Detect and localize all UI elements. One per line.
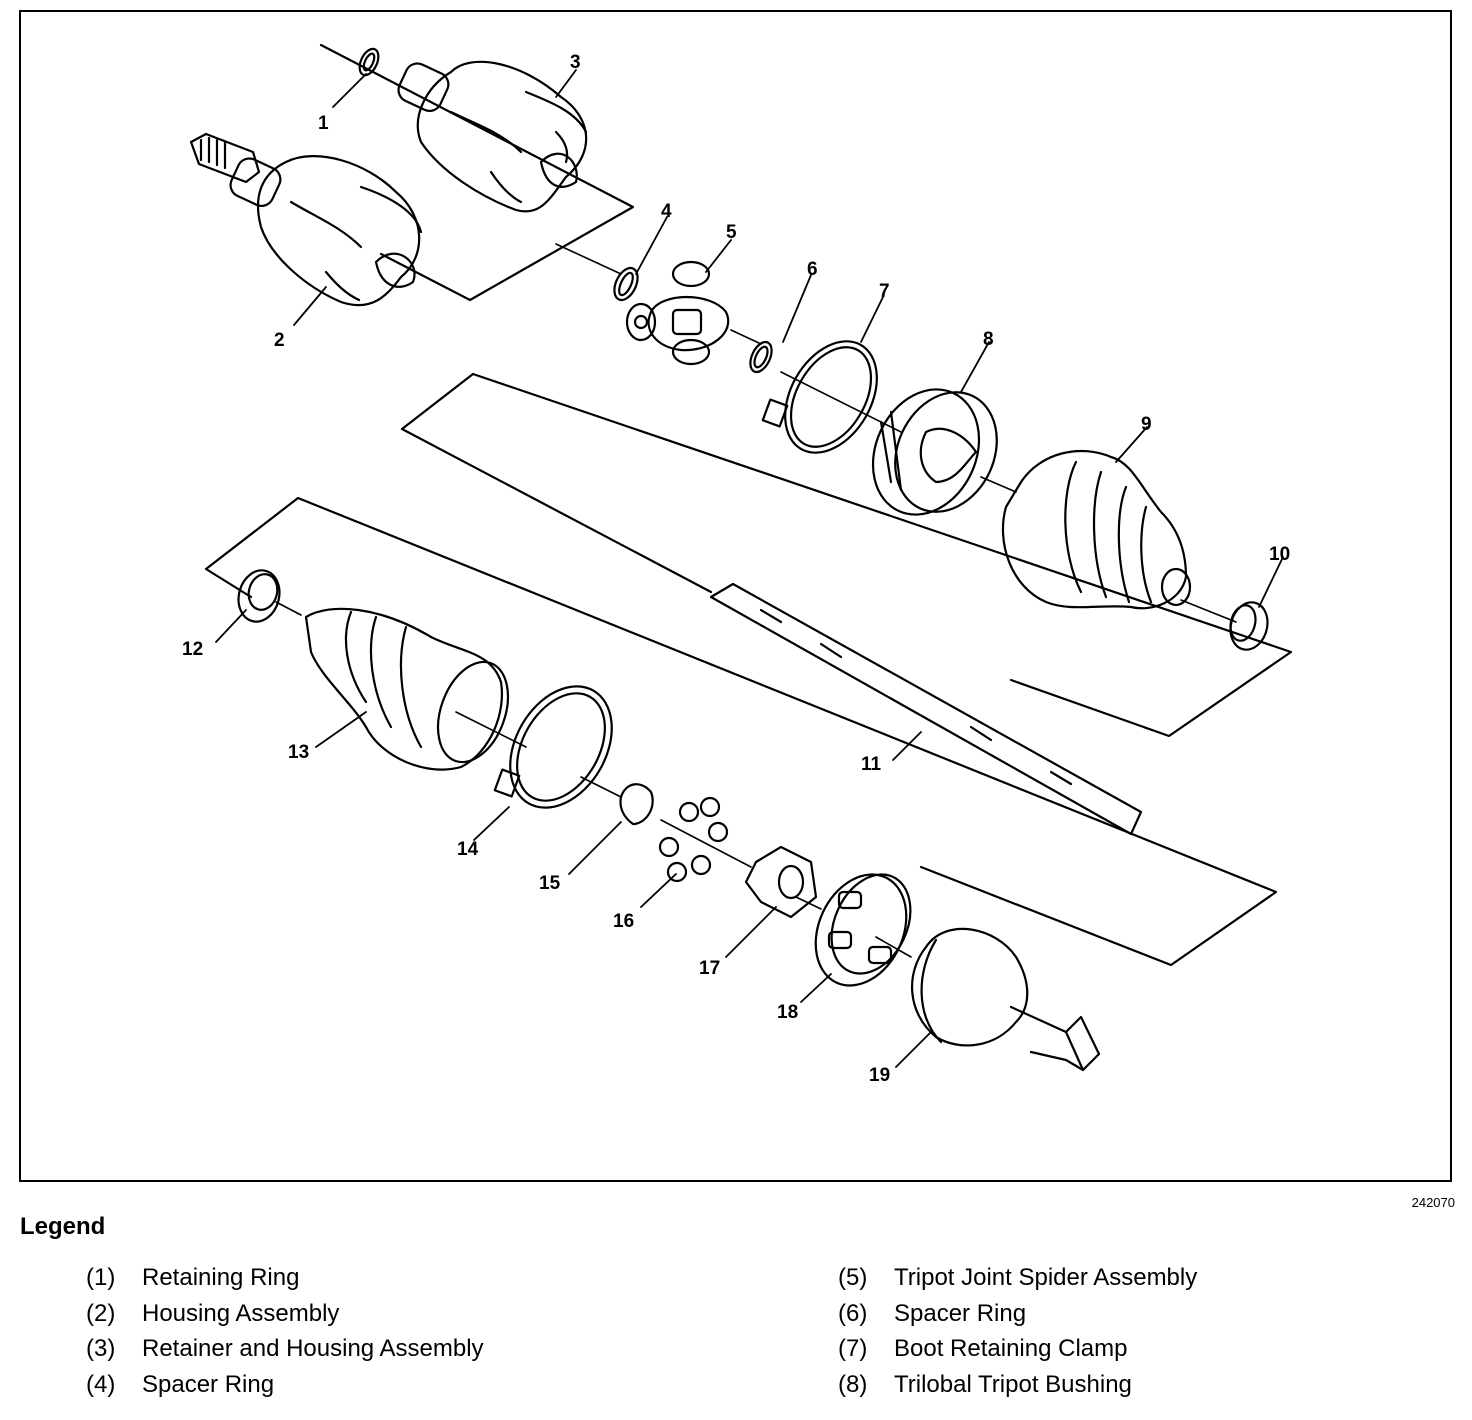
callout-11: 11 [861,754,882,775]
callout-2: 2 [274,330,285,351]
legend-item: (7) Boot Retaining Clamp [838,1335,1197,1371]
part-18-cage [814,873,912,987]
legend-label: Boot Retaining Clamp [894,1335,1128,1362]
callout-1: 1 [318,113,329,134]
callout-5: 5 [726,222,737,243]
bracket-shaft [400,372,1293,738]
callout-4: 4 [661,201,672,222]
legend-column-left: (1) Retaining Ring (2) Housing Assembly (3… [86,1264,484,1406]
callout-16: 16 [613,911,634,932]
bracket-upper [319,43,635,302]
legend-number: (6) [838,1299,868,1327]
legend-number: (7) [838,1335,868,1362]
part-16-balls [658,796,729,883]
legend-item: (8) Trilobal Tripot Bushing [838,1371,1197,1407]
part-7-boot-clamp [761,340,878,454]
callout-numbers: 1 2 3 4 5 6 7 8 9 10 11 12 13 14 15 16 1… [182,52,1290,1086]
figure-id: 242070 [1411,1195,1455,1210]
legend-label: Spacer Ring [894,1299,1027,1327]
legend-item: (2) Housing Assembly [86,1300,484,1336]
part-13-boot [304,607,510,771]
part-19-outer-joint [910,927,1101,1072]
leader-lines [215,69,1284,1068]
legend-number: (3) [86,1335,116,1362]
legend-number: (1) [86,1264,116,1291]
callout-18: 18 [777,1002,798,1023]
callout-15: 15 [539,873,561,894]
legend-item: (3) Retainer and Housing Assembly [86,1335,484,1371]
callout-10: 10 [1269,544,1290,565]
legend-label: Tripot Joint Spider Assembly [894,1264,1198,1291]
part-6-spacer-ring [749,340,773,374]
part-8-trilobal-bushing [871,388,998,516]
callout-6: 6 [807,259,818,280]
legend-number: (4) [86,1370,116,1398]
part-14-boot-clamp [493,685,613,809]
part-17-inner-race [744,845,818,919]
callout-14: 14 [457,839,479,860]
bracket-lower [204,496,1278,967]
legend-column-right: (5) Tripot Joint Spider Assembly (6) Space… [838,1264,1197,1406]
legend-item: (4) Spacer Ring [86,1371,484,1407]
part-5-tripot-spider [625,260,730,366]
callout-9: 9 [1141,414,1152,435]
legend-label: Retaining Ring [142,1264,300,1291]
part-15-retaining-ring [619,783,654,826]
legend-number: (5) [838,1264,868,1291]
legend-item: (6) Spacer Ring [838,1300,1197,1336]
part-12-ring [237,569,281,623]
legend-item: (5) Tripot Joint Spider Assembly [838,1264,1197,1300]
legend-label: Spacer Ring [142,1370,275,1398]
part-2-housing-assembly [189,132,423,307]
part-1-retaining-ring [358,47,380,77]
callout-12: 12 [182,639,203,660]
callout-13: 13 [288,742,309,763]
callout-17: 17 [699,958,720,979]
legend-label: Retainer and Housing Assembly [142,1335,484,1362]
callout-19: 19 [869,1065,890,1086]
part-10-ring [1229,601,1269,651]
callout-7: 7 [879,281,890,302]
legend-number: (8) [838,1370,868,1398]
legend-number: (2) [86,1299,116,1327]
part-9-boot [1001,449,1192,610]
legend-label: Trilobal Tripot Bushing [894,1370,1132,1398]
legend-item: (1) Retaining Ring [86,1264,484,1300]
legend-label: Housing Assembly [142,1299,340,1327]
exploded-diagram-frame: 1 2 3 4 5 6 7 8 9 10 11 12 13 14 15 16 1… [19,10,1452,1182]
part-4-spacer-ring [613,266,639,302]
axis-lines [275,243,1237,958]
legend-title: Legend [20,1213,106,1240]
part-3-retainer-housing [397,60,588,213]
callout-3: 3 [570,52,581,73]
part-11-shaft [709,582,1143,836]
callout-8: 8 [983,329,994,350]
axle-exploded-view: 1 2 3 4 5 6 7 8 9 10 11 12 13 14 15 16 1… [182,43,1293,1086]
